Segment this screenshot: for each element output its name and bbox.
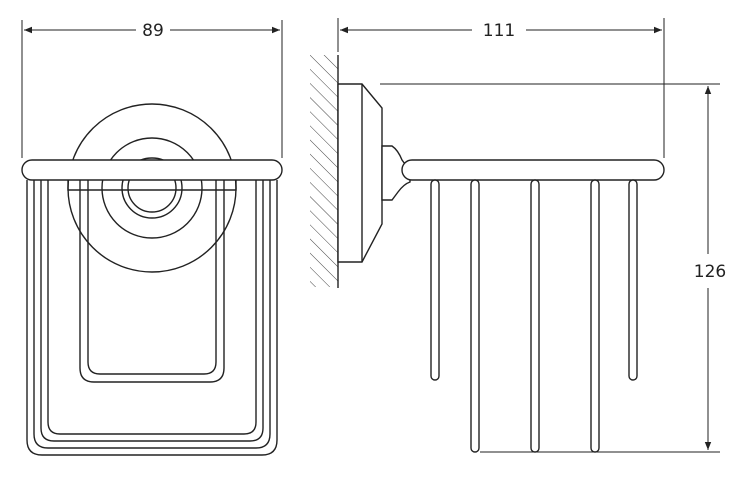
width-dimension xyxy=(21,20,283,158)
side-wire-5 xyxy=(628,179,638,381)
basket-wire-3 xyxy=(40,180,264,442)
rosette-middle-circle xyxy=(101,137,203,239)
inner-holder-outer xyxy=(79,180,225,383)
side-top-rail xyxy=(401,159,665,181)
basket-wire-1 xyxy=(26,180,278,456)
side-wire-2 xyxy=(470,179,480,453)
side-wire-3 xyxy=(530,179,540,453)
height-dimension xyxy=(380,83,720,453)
wall-hatch xyxy=(310,55,338,287)
inner-holder-inner xyxy=(87,180,217,375)
basket-wire-4 xyxy=(47,180,257,435)
width-label: 89 xyxy=(142,21,164,41)
rosette-inner-circle xyxy=(121,157,183,219)
height-label: 126 xyxy=(694,262,726,282)
side-wire-4 xyxy=(590,179,600,453)
side-wire-1 xyxy=(430,179,440,381)
front-rail-clip-left xyxy=(67,180,237,191)
front-view xyxy=(21,103,283,456)
side-view xyxy=(310,55,665,453)
front-top-rail xyxy=(21,159,283,181)
wall-plate xyxy=(337,83,383,263)
basket-wire-2 xyxy=(33,180,271,449)
rosette-outer-circle xyxy=(67,103,237,273)
depth-label: 111 xyxy=(483,21,515,41)
depth-dimension xyxy=(337,18,665,158)
